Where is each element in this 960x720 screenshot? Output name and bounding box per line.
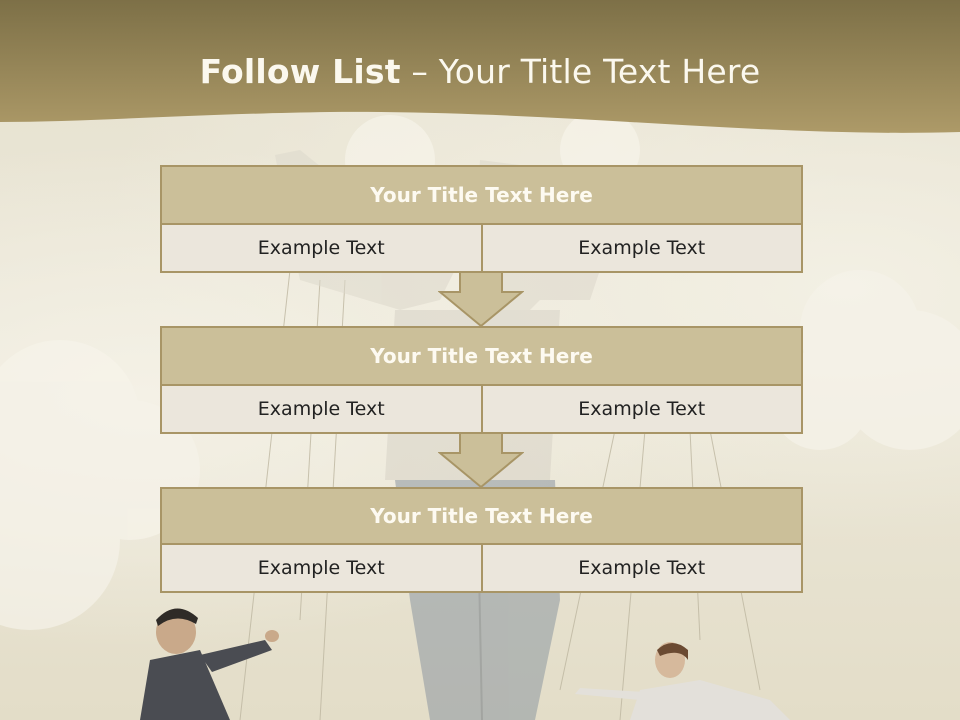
step-box-3: Your Title Text Here Example Text Exampl…	[160, 487, 803, 593]
step-right-text: Example Text	[480, 225, 802, 271]
title-bold: Follow List	[199, 52, 401, 91]
step-left-text: Example Text	[257, 557, 385, 579]
slide-title: Follow List – Your Title Text Here	[0, 52, 960, 91]
step-right-text: Example Text	[480, 545, 802, 591]
step-right-text: Example Text	[480, 386, 802, 432]
step-title: Your Title Text Here	[162, 167, 801, 225]
step-left-text: Example Text	[257, 398, 385, 420]
step-title: Your Title Text Here	[162, 489, 801, 545]
step-left-text: Example Text	[257, 237, 385, 259]
step-title: Your Title Text Here	[162, 328, 801, 386]
title-rest: – Your Title Text Here	[400, 52, 761, 91]
step-box-1: Your Title Text Here Example Text Exampl…	[160, 165, 803, 273]
step-box-2: Your Title Text Here Example Text Exampl…	[160, 326, 803, 434]
down-arrow-icon	[438, 272, 524, 328]
title-banner	[0, 0, 960, 133]
down-arrow-icon	[438, 433, 524, 489]
